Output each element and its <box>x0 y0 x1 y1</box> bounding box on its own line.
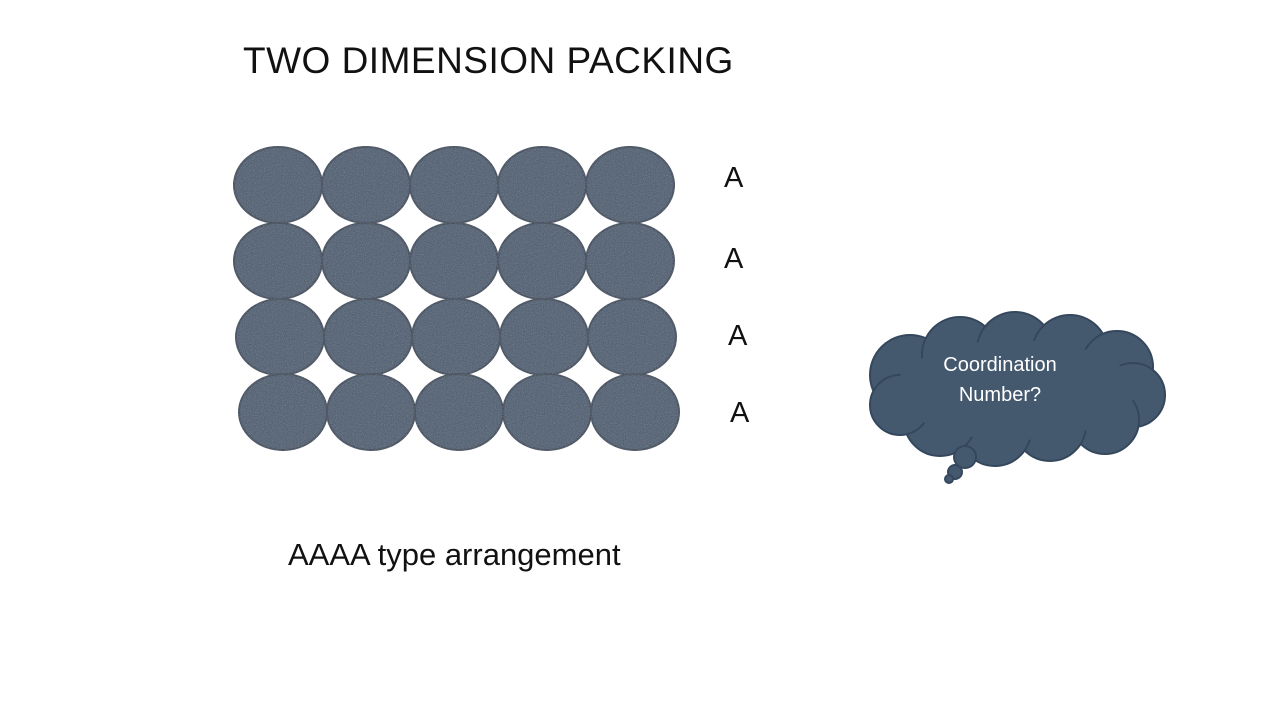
sphere <box>321 146 411 224</box>
arrangement-caption: AAAA type arrangement <box>288 537 621 572</box>
sphere <box>233 222 323 300</box>
sphere <box>414 373 504 451</box>
bubble-text: Coordination Number? <box>900 350 1100 410</box>
sphere <box>497 146 587 224</box>
sphere <box>590 373 680 451</box>
slide-title: TWO DIMENSION PACKING <box>243 40 734 81</box>
row-label-a: A <box>724 162 744 194</box>
row-label-a: A <box>724 243 744 275</box>
bubble-line-2: Number? <box>958 384 1042 406</box>
thought-bubble <box>869 311 1166 484</box>
sphere <box>587 298 677 376</box>
bubble-line-1: Coordination <box>943 354 1057 376</box>
sphere <box>321 222 411 300</box>
sphere <box>411 298 501 376</box>
sphere <box>409 146 499 224</box>
sphere <box>409 222 499 300</box>
row-label-a: A <box>728 320 748 352</box>
sphere <box>585 146 675 224</box>
sphere <box>233 146 323 224</box>
row-label-a: A <box>730 397 750 429</box>
sphere <box>497 222 587 300</box>
sphere <box>323 298 413 376</box>
sphere <box>235 298 325 376</box>
sphere <box>499 298 589 376</box>
sphere <box>326 373 416 451</box>
sphere-grid <box>233 146 680 451</box>
sphere <box>238 373 328 451</box>
sphere <box>585 222 675 300</box>
sphere <box>502 373 592 451</box>
